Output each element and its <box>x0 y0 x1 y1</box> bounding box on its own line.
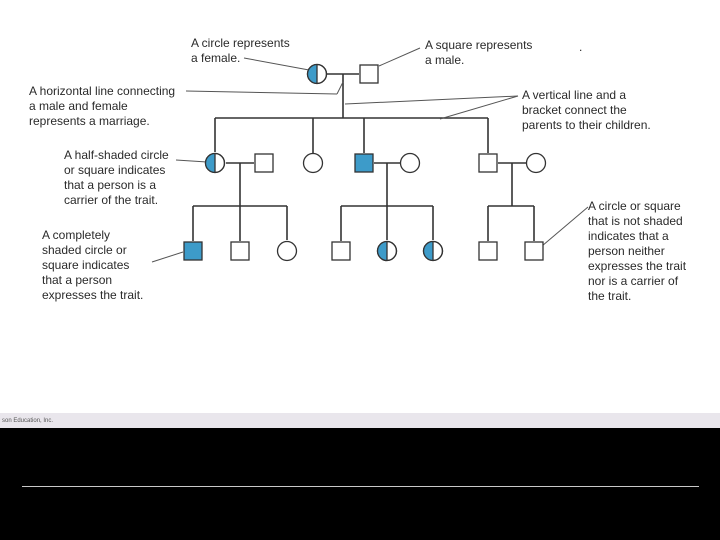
male-affected-symbol <box>354 153 374 173</box>
male-unaffected-symbol <box>478 241 498 261</box>
pointer-marriage <box>185 90 338 95</box>
paper-edge <box>0 413 720 428</box>
pedigree-figure: A circle represents a female. A square r… <box>0 0 720 428</box>
male-unaffected-symbol <box>478 153 498 173</box>
male-unaffected-symbol <box>230 241 250 261</box>
label-marriage-line: A horizontal line connecting a male and … <box>29 84 176 128</box>
credit-line: son Education, Inc. <box>2 418 54 424</box>
female-carrier-symbol <box>376 240 398 262</box>
pointer-marriage-hook <box>336 81 344 95</box>
female-carrier-symbol <box>422 240 444 262</box>
female-unaffected-symbol <box>399 152 421 174</box>
label-carrier: A half-shaded circle or square indicates… <box>64 148 169 207</box>
male-unaffected-symbol <box>359 64 379 84</box>
female-unaffected-symbol <box>302 152 324 174</box>
label-expresses: A completely shaded circle or square ind… <box>42 228 144 302</box>
pointer-square <box>378 47 421 67</box>
female-unaffected-symbol <box>276 240 298 262</box>
stray-mark: . <box>579 40 583 54</box>
male-unaffected-symbol <box>254 153 274 173</box>
male-unaffected-symbol <box>331 241 351 261</box>
pointer-unshaded <box>541 206 589 247</box>
label-circle-female: A circle represents a female. <box>191 36 290 65</box>
pointer-vertical <box>344 95 519 105</box>
pointer-carrier <box>175 159 208 163</box>
label-vertical-bracket: A vertical line and a bracket connect th… <box>522 88 651 132</box>
label-unshaded: A circle or square that is not shaded in… <box>588 199 687 303</box>
male-unaffected-symbol <box>524 241 544 261</box>
male-affected-symbol <box>183 241 203 261</box>
female-carrier-symbol <box>204 152 226 174</box>
pedigree-symbols <box>183 63 547 262</box>
label-square-male: A square represents a male. <box>425 38 533 67</box>
female-unaffected-symbol <box>525 152 547 174</box>
female-carrier-symbol <box>306 63 328 85</box>
pedigree-diagram <box>151 47 589 263</box>
pointer-expresses <box>151 251 184 263</box>
pointer-bracket <box>439 95 519 120</box>
pointer-lines <box>151 47 589 263</box>
pointer-circle <box>243 57 310 71</box>
slide-divider-line <box>22 486 699 487</box>
